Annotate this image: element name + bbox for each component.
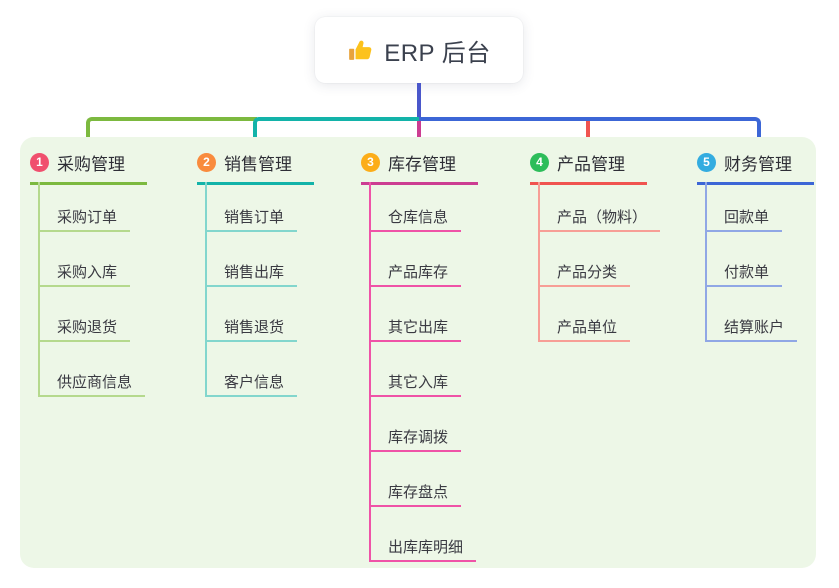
- child-node[interactable]: 销售出库: [205, 261, 298, 287]
- root-node[interactable]: ERP 后台: [315, 17, 523, 83]
- branch-number-badge: 5: [697, 153, 716, 172]
- branch-column-1: 1 采购管理采购订单采购入库采购退货供应商信息: [30, 150, 190, 397]
- child-node[interactable]: 产品库存: [369, 261, 462, 287]
- branches-panel: [20, 137, 816, 568]
- child-node[interactable]: 客户信息: [205, 371, 298, 397]
- branch-node-2[interactable]: 2 销售管理: [197, 150, 314, 185]
- children-connector-line: [705, 182, 707, 342]
- branch3-connector: [417, 121, 421, 150]
- root-title: ERP 后台: [384, 39, 491, 67]
- child-node[interactable]: 销售订单: [205, 206, 298, 232]
- child-node[interactable]: 结算账户: [705, 316, 798, 342]
- branch-number-badge: 3: [361, 153, 380, 172]
- branch-node-3[interactable]: 3 库存管理: [361, 150, 478, 185]
- branch-number-badge: 2: [197, 153, 216, 172]
- branch-node-5[interactable]: 5 财务管理: [697, 150, 814, 185]
- child-node[interactable]: 供应商信息: [38, 371, 146, 397]
- branch-node-1[interactable]: 1 采购管理: [30, 150, 147, 185]
- branch-column-4: 4 产品管理产品（物料） 产品分类产品单位: [530, 150, 690, 342]
- branch4-connector: [586, 121, 590, 148]
- child-node[interactable]: 产品（物料）: [538, 206, 661, 232]
- branch-title: 采购管理: [57, 155, 125, 174]
- branch-column-5: 5 财务管理回款单付款单结算账户: [697, 150, 839, 342]
- branch-column-3: 3 库存管理仓库信息产品库存其它出库其它入库库存调拨库存盘点出库库明细: [361, 150, 521, 562]
- branch-column-2: 2 销售管理销售订单销售出库销售退货客户信息: [197, 150, 357, 397]
- root-connector-line: [417, 83, 421, 121]
- branch-title: 销售管理: [224, 155, 292, 174]
- children-connector-line: [538, 182, 540, 342]
- children-connector-line: [369, 182, 371, 562]
- child-node[interactable]: 回款单: [705, 206, 783, 232]
- child-node[interactable]: 产品分类: [538, 261, 631, 287]
- child-node[interactable]: 其它出库: [369, 316, 462, 342]
- child-node[interactable]: 采购入库: [38, 261, 131, 287]
- branch-title: 财务管理: [724, 155, 792, 174]
- branch-number-badge: 4: [530, 153, 549, 172]
- branch-number-badge: 1: [30, 153, 49, 172]
- branch1-connector: [86, 117, 257, 148]
- children-connector-line: [205, 182, 207, 397]
- branch-node-4[interactable]: 4 产品管理: [530, 150, 647, 185]
- branch2-connector: [253, 117, 425, 148]
- child-node[interactable]: 出库库明细: [369, 536, 477, 562]
- branch-title: 产品管理: [557, 155, 625, 174]
- child-node[interactable]: 采购退货: [38, 316, 131, 342]
- child-node[interactable]: 采购订单: [38, 206, 131, 232]
- thumbs-up-icon: [347, 37, 374, 64]
- children-connector-line: [38, 182, 40, 397]
- child-node[interactable]: 产品单位: [538, 316, 631, 342]
- child-node[interactable]: 库存调拨: [369, 426, 462, 452]
- child-node[interactable]: 销售退货: [205, 316, 298, 342]
- child-node[interactable]: 仓库信息: [369, 206, 462, 232]
- child-node[interactable]: 库存盘点: [369, 481, 462, 507]
- branch5-connector: [419, 117, 761, 148]
- child-node[interactable]: 付款单: [705, 261, 783, 287]
- child-node[interactable]: 其它入库: [369, 371, 462, 397]
- branch-title: 库存管理: [388, 155, 456, 174]
